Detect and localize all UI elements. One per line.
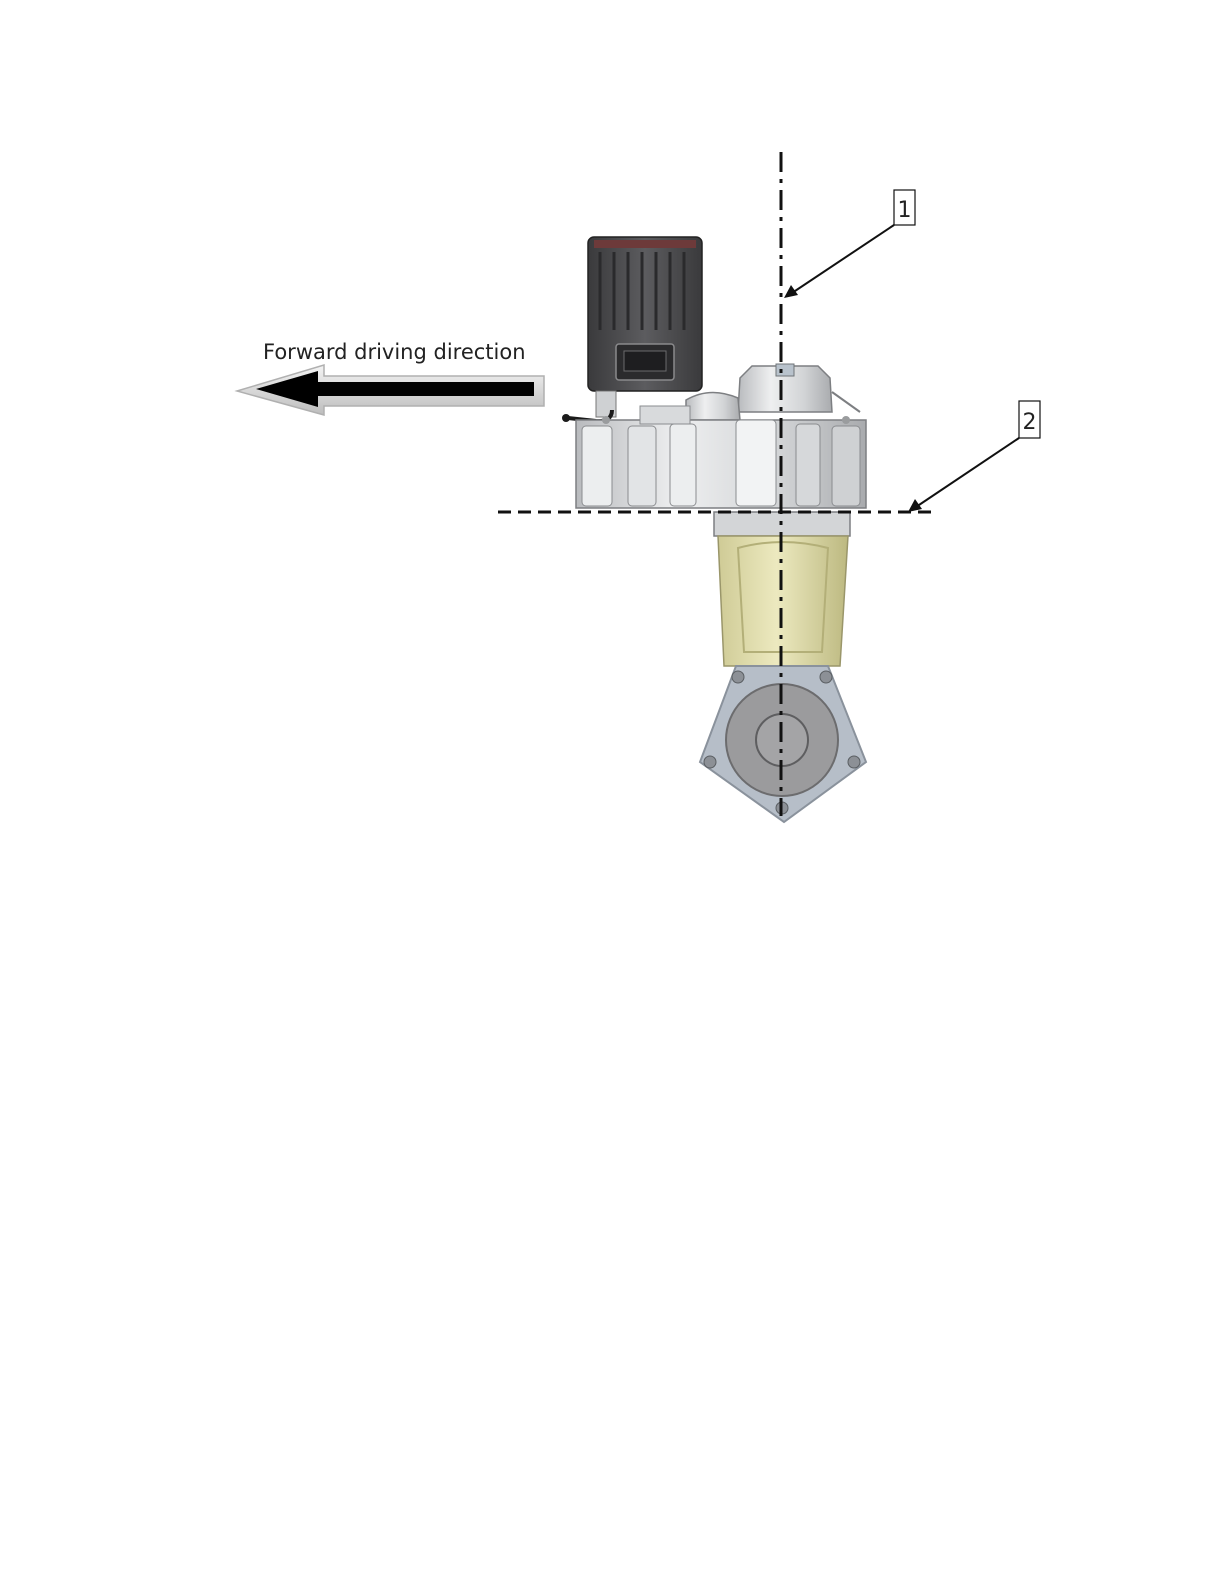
flange-bolt [704, 756, 716, 768]
flange-bolt [848, 756, 860, 768]
callout-2-number: 2 [1023, 410, 1037, 435]
direction-arrow-group: Forward driving direction [237, 340, 544, 415]
callout-2: 2 [908, 401, 1040, 512]
mounting-flange [700, 666, 866, 822]
direction-label: Forward driving direction [263, 340, 526, 364]
flange-bolt [820, 671, 832, 683]
callout-1: 1 [784, 190, 915, 298]
callout-1-number: 1 [898, 198, 912, 223]
flange-bolt [732, 671, 744, 683]
motor-controller [562, 237, 702, 422]
